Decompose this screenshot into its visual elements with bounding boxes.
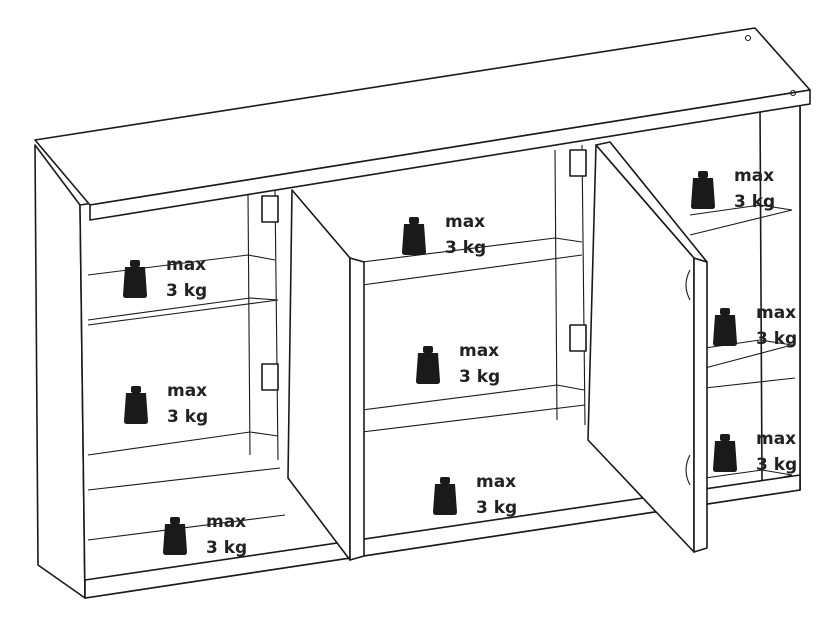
right-door-top [595,141,708,263]
load-label-weight: 3 kg [445,238,487,258]
weight-icon [416,346,440,384]
top-board-edge [89,89,811,221]
load-label: max 3 kg [734,163,775,215]
load-label-weight: 3 kg [166,281,208,301]
load-label-weight: 3 kg [206,538,248,558]
load-label: max 3 kg [756,300,797,352]
left-divider-front [274,189,279,461]
weight-icon [713,308,737,346]
load-label-max: max [206,512,247,532]
left-divider-back [247,194,251,456]
load-label: max 3 kg [206,509,247,561]
load-label-max: max [445,212,486,232]
weight-icon [433,477,457,515]
load-label-max: max [476,472,517,492]
load-label-max: max [734,166,775,186]
door-handle [685,269,691,301]
load-label-max: max [756,429,797,449]
weight-icon [691,171,715,209]
screw-hole [789,89,797,97]
screw-hole [744,34,752,42]
load-label-weight: 3 kg [756,455,798,475]
left-door-edge [349,257,365,561]
door-handle [685,454,691,486]
weight-icon [713,434,737,472]
load-label: max 3 kg [459,338,500,390]
load-label-max: max [756,303,797,323]
right-divider-front [581,144,586,426]
load-label: max 3 kg [756,426,797,478]
bottom-plinth [84,474,801,599]
load-label-max: max [459,341,500,361]
shelves [87,204,796,541]
weight-icon [123,260,147,298]
load-label-max: max [166,255,207,275]
weight-icon [402,217,426,255]
load-label: max 3 kg [166,252,207,304]
weight-icon [124,386,148,424]
load-label-weight: 3 kg [734,192,776,212]
right-divider-back [554,149,558,421]
load-label-weight: 3 kg [476,498,518,518]
load-label-max: max [167,381,208,401]
load-label: max 3 kg [476,469,517,521]
load-label-weight: 3 kg [167,407,209,427]
hinges [261,149,587,391]
load-label: max 3 kg [445,209,486,261]
weight-icon [163,517,187,555]
load-label: max 3 kg [167,378,208,430]
load-label-weight: 3 kg [756,329,798,349]
load-label-weight: 3 kg [459,367,501,387]
